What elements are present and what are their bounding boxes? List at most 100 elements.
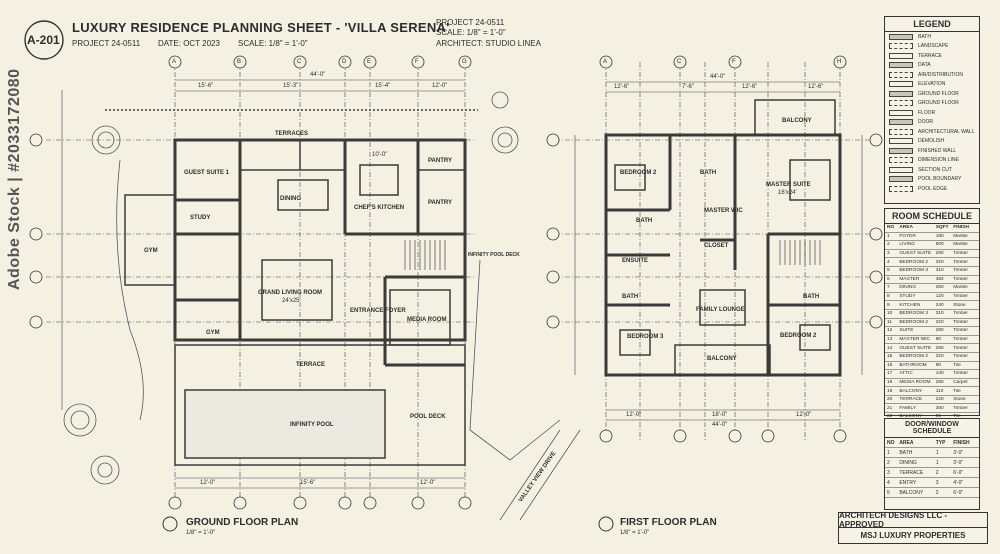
legend-item: DATA [885, 61, 979, 71]
door_schedule-column-header: NO [887, 439, 895, 446]
table-cell: 22 [887, 414, 893, 420]
table-cell: 384 [935, 276, 944, 282]
table-cell: 2 [935, 469, 939, 476]
gf-infinity-pool: INFINITY POOL [290, 422, 334, 428]
table-cell: FAMILY [899, 405, 917, 411]
legend-item: BATH [885, 32, 979, 42]
title-block: ARCHITECH DESIGNS LLC - APPROVED MSJ LUX… [838, 511, 988, 544]
door-schedule-title: DOOR/WINDOW SCHEDULE [885, 419, 979, 438]
gf-pool-deck: POOL DECK [410, 414, 446, 420]
room-schedule-title: ROOM SCHEDULE [885, 209, 979, 224]
table-cell: 12 [887, 328, 893, 334]
table-cell: TERRACE [899, 469, 924, 476]
gf-grid-a: A [172, 59, 177, 65]
gf-entrance-foyer: ENTRANCE FOYER [350, 308, 406, 314]
table-cell: 5 [887, 489, 890, 496]
ff-dim-2: 7'-6" [682, 84, 694, 90]
gf-dim-total: 44'-0" [310, 72, 326, 78]
ff-dim-4: 12'-6" [808, 84, 824, 90]
table-cell: 3'-0" [953, 459, 964, 466]
table-cell: BEDROOM 2 [899, 354, 929, 360]
table-cell: 1 [887, 449, 890, 456]
gf-gym-1: GYM [144, 248, 158, 254]
table-cell: Timber [953, 354, 968, 360]
table-cell: 90 [935, 337, 942, 343]
legend-swatch [889, 100, 913, 107]
legend-item: AIR/DISTRIBUTION [885, 70, 979, 80]
project-number-right: PROJECT 24-0511 [436, 18, 505, 27]
table-cell: Timber [953, 319, 968, 325]
gf-grand-living-dim: 24'x25' [282, 298, 301, 304]
legend-swatch [889, 119, 913, 126]
ff-master-wic: MASTER WIC [704, 208, 743, 214]
table-cell: Timber [953, 259, 968, 265]
legend-item: DEMOLISH [885, 137, 979, 147]
gf-dining: DINING [280, 196, 301, 202]
table-cell: 290 [935, 251, 944, 257]
ff-caption-scale: 1/8" = 1'-0" [620, 530, 650, 536]
legend-swatch [889, 52, 913, 59]
legend-swatch [889, 33, 913, 40]
legend-item-label: DOOR [918, 119, 933, 126]
table-cell: 600 [935, 242, 944, 248]
legend-swatch [889, 62, 913, 69]
table-cell: BALCONY [899, 414, 923, 420]
table-cell: BEDROOM 3 [899, 311, 929, 317]
table-cell: 5 [887, 268, 890, 274]
table-cell: 4'-0" [953, 479, 964, 486]
table-cell: BATHROOM [899, 362, 927, 368]
table-cell: 9 [887, 302, 890, 308]
legend-item-label: FINISHED WALL [918, 147, 957, 154]
gf-grid-g: G [462, 59, 467, 65]
table-cell: 310 [935, 311, 944, 317]
table-cell: 2 [887, 242, 890, 248]
legend-item-label: AIR/DISTRIBUTION [918, 71, 964, 78]
legend-item-label: GROUND FLOOR [918, 100, 959, 107]
table-cell: 13 [887, 337, 893, 343]
ff-bedroom2-top: BEDROOM 2 [620, 170, 657, 176]
ff-dim-b1: 12'-0" [626, 412, 642, 418]
room_schedule-column-header: FINISH [953, 225, 969, 231]
table-cell: 120 [935, 294, 944, 300]
legend-item-label: DEMOLISH [918, 138, 945, 145]
gf-terraces: TERRACES [275, 131, 309, 137]
table-cell: 20 [887, 397, 893, 403]
table-cell: 240 [935, 302, 944, 308]
gf-dim-2: 15'-3" [283, 83, 299, 89]
sheet-number: A-201 [27, 33, 60, 47]
gf-grid-c: C [297, 59, 302, 65]
table-cell: GUEST SUITE [899, 345, 932, 351]
table-cell: Carpet [953, 379, 968, 385]
table-cell: 320 [935, 319, 944, 325]
ff-balcony-top: BALCONY [782, 118, 812, 124]
ff-dim-b2: 18'-0" [712, 412, 728, 418]
legend-item: SECTION CUT [885, 165, 979, 175]
table-cell: 290 [935, 345, 944, 351]
table-cell: 7 [887, 285, 890, 291]
table-cell: Timber [953, 276, 968, 282]
table-cell: 6'-0" [953, 489, 964, 496]
table-cell: MEDIA ROOM [899, 379, 931, 385]
room_schedule-column-header: AREA [899, 225, 913, 231]
ff-grid-f: F [732, 59, 736, 65]
table-cell: 3 [887, 469, 890, 476]
table-cell: Timber [953, 345, 968, 351]
scale: SCALE: 1/8" = 1'-0" [238, 39, 308, 48]
table-cell: 220 [935, 397, 944, 403]
legend-swatch [889, 185, 913, 192]
door_schedule-column-header: FINISH [953, 439, 970, 446]
architect: ARCHITECT: STUDIO LINEA [436, 39, 541, 48]
table-cell: 18 [887, 379, 893, 385]
ff-master-suite-dim: 16'x24' [778, 190, 797, 196]
